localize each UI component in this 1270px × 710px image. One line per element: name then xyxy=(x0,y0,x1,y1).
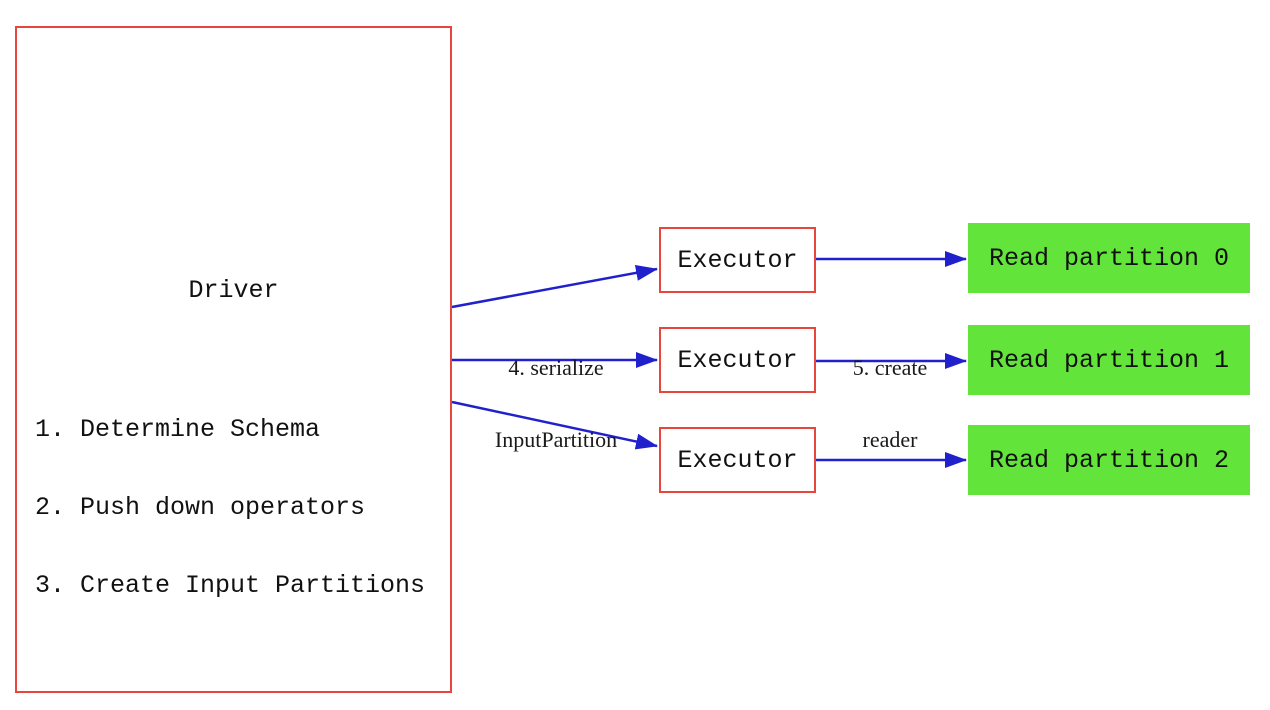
read-partition-box-1: Read partition 1 xyxy=(968,325,1250,395)
executor-box-1: Executor xyxy=(659,327,816,393)
driver-title: Driver xyxy=(188,276,279,305)
driver-step-3: 3. Create Input Partitions xyxy=(35,571,426,600)
read-partition-label: Read partition 1 xyxy=(988,345,1230,375)
driver-step-2: 2. Push down operators xyxy=(35,493,366,522)
driver-step-1: 1. Determine Schema xyxy=(35,415,321,444)
edge-label-serialize-inputpartition: 4. serialize InputPartition xyxy=(446,308,666,500)
edge-label-line: 5. create xyxy=(852,355,928,380)
read-partition-box-0: Read partition 0 xyxy=(968,223,1250,293)
edge-label-line: reader xyxy=(862,427,918,452)
read-partition-label: Read partition 0 xyxy=(988,243,1230,273)
executor-label: Executor xyxy=(677,445,798,475)
read-partition-label: Read partition 2 xyxy=(988,445,1230,475)
edge-label-line: InputPartition xyxy=(494,427,618,452)
executor-label: Executor xyxy=(677,245,798,275)
executor-box-0: Executor xyxy=(659,227,816,293)
driver-steps: 1. Determine Schema 2. Push down operato… xyxy=(35,365,425,651)
arrow-driver-to-executor-0 xyxy=(451,264,658,309)
edge-label-create-reader: 5. create reader xyxy=(800,308,980,500)
driver-box: Driver 1. Determine Schema 2. Push down … xyxy=(15,26,452,693)
read-partition-box-2: Read partition 2 xyxy=(968,425,1250,495)
executor-box-2: Executor xyxy=(659,427,816,493)
executor-label: Executor xyxy=(677,345,798,375)
edge-label-line: 4. serialize xyxy=(508,355,604,380)
